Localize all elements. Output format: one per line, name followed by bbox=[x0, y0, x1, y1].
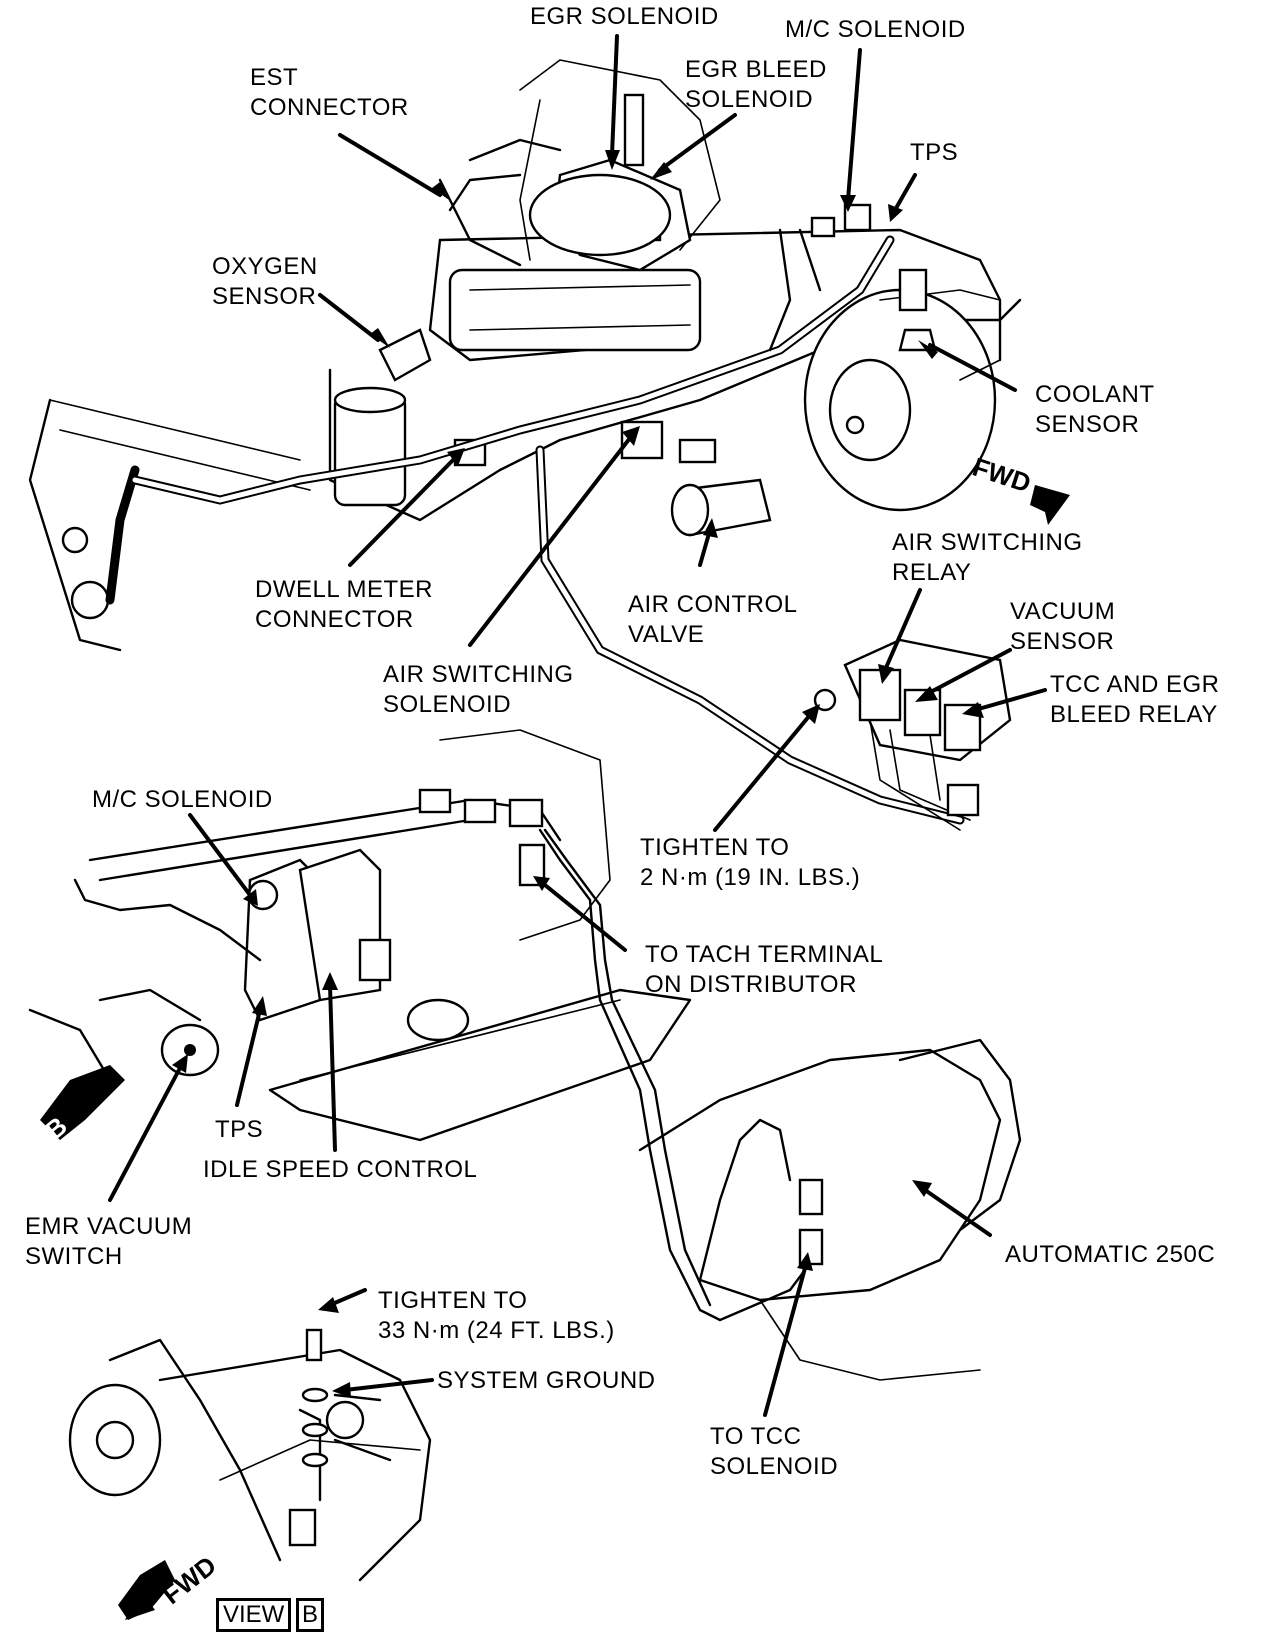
label-mc-solenoid-top: M/C SOLENOID bbox=[785, 16, 966, 43]
label-system-ground: SYSTEM GROUND bbox=[437, 1367, 656, 1394]
middle-engine-view bbox=[28, 729, 1022, 1381]
fwd-arrow-top bbox=[1030, 485, 1070, 525]
label-tcc-solenoid: TO TCC SOLENOID bbox=[710, 1423, 839, 1480]
label-tps-mid: TPS bbox=[215, 1116, 264, 1143]
view-b-caption-word: VIEW bbox=[216, 1598, 292, 1632]
label-tps-top: TPS bbox=[910, 139, 959, 166]
label-egr-bleed-solenoid: EGR BLEED SOLENOID bbox=[685, 56, 827, 113]
label-egr-solenoid: EGR SOLENOID bbox=[530, 3, 719, 30]
label-est-connector: EST CONNECTOR bbox=[250, 64, 409, 121]
label-tach-terminal: TO TACH TERMINAL ON DISTRIBUTOR bbox=[645, 941, 884, 998]
label-air-switching-solenoid: AIR SWITCHING SOLENOID bbox=[383, 661, 574, 718]
label-tighten-2nm: TIGHTEN TO 2 N·m (19 IN. LBS.) bbox=[640, 834, 861, 891]
label-idle-speed-control: IDLE SPEED CONTROL bbox=[203, 1156, 478, 1183]
label-dwell-meter-connector: DWELL METER CONNECTOR bbox=[255, 576, 433, 633]
label-air-switching-relay: AIR SWITCHING RELAY bbox=[892, 529, 1083, 586]
label-automatic-250c: AUTOMATIC 250C bbox=[1005, 1241, 1216, 1268]
view-b-illustration bbox=[68, 1328, 432, 1620]
label-air-control-valve: AIR CONTROL VALVE bbox=[628, 591, 798, 648]
label-vacuum-sensor: VACUUM SENSOR bbox=[1010, 598, 1116, 655]
label-mc-solenoid-mid: M/C SOLENOID bbox=[92, 786, 273, 813]
callout-arrows bbox=[108, 34, 1070, 1620]
view-b-caption-letter: B bbox=[296, 1598, 324, 1632]
label-oxygen-sensor: OXYGEN SENSOR bbox=[212, 253, 318, 310]
label-tcc-egr-bleed-relay: TCC AND EGR BLEED RELAY bbox=[1050, 671, 1220, 728]
label-emr-vacuum-switch: EMR VACUUM SWITCH bbox=[25, 1213, 193, 1270]
label-coolant-sensor: COOLANT SENSOR bbox=[1035, 381, 1155, 438]
label-tighten-33nm: TIGHTEN TO 33 N·m (24 FT. LBS.) bbox=[378, 1287, 615, 1344]
